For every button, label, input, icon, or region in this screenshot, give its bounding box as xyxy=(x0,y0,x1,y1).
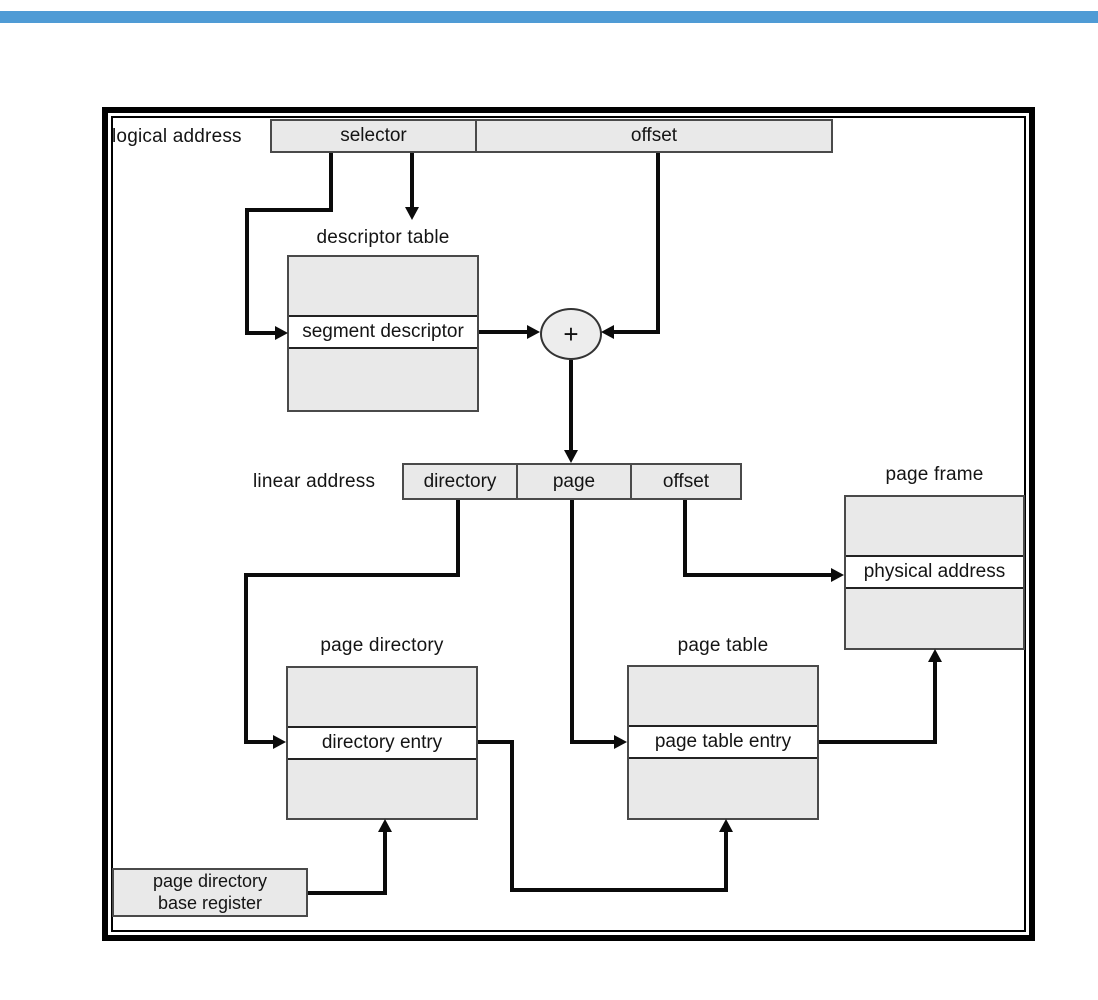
connector-direntry-pt-v1 xyxy=(510,740,514,892)
accent-bar xyxy=(0,11,1098,23)
connector-descriptor-adder-h xyxy=(479,330,529,334)
page-field: page xyxy=(516,465,630,498)
descriptor-table-title: descriptor table xyxy=(316,227,450,248)
arrowhead-into-page-frame-bottom xyxy=(928,649,942,662)
connector-loffset-pf-v xyxy=(683,500,687,577)
page-table-blank-row-bottom xyxy=(629,759,817,818)
page-directory-blank-row-bottom xyxy=(288,760,476,818)
directory-field: directory xyxy=(423,470,497,492)
descriptor-table-blank-row-bottom xyxy=(289,349,477,410)
directory-entry-row: directory entry xyxy=(288,726,476,760)
connector-direntry-pt-h1 xyxy=(478,740,514,744)
connector-selector-descentry-h2 xyxy=(245,331,277,335)
page-table-title: page table xyxy=(677,635,769,656)
arrowhead-into-physical-address xyxy=(831,568,844,582)
connector-ptentry-pf-h xyxy=(819,740,937,744)
arrowhead-into-adder-right xyxy=(601,325,614,339)
arrowhead-into-descriptor-table xyxy=(405,207,419,220)
pdbr-label-line2: base register xyxy=(157,892,263,913)
linear-offset-field: offset xyxy=(630,465,740,498)
connector-directory-pd-v2 xyxy=(244,573,248,744)
page-table-entry-row: page table entry xyxy=(629,725,817,759)
connector-ptentry-pf-v xyxy=(933,661,937,744)
connector-offset-adder-v xyxy=(656,153,660,334)
diagram-frame xyxy=(102,107,1035,941)
connector-selector-descentry-h1 xyxy=(245,208,333,212)
page-frame-blank-row-top xyxy=(846,497,1023,555)
arrowhead-into-directory-entry xyxy=(273,735,286,749)
connector-loffset-pf-h xyxy=(683,573,832,577)
linear-address-bar: directory page offset xyxy=(402,463,742,500)
logical-address-bar: selector offset xyxy=(270,119,833,153)
connector-selector-desctable-v xyxy=(410,153,414,208)
page-frame-blank-row-bottom xyxy=(846,589,1023,648)
diagram-frame-inner-rule xyxy=(111,116,1026,932)
segment-descriptor-row: segment descriptor xyxy=(289,315,477,349)
connector-selector-descentry-v1 xyxy=(329,153,333,212)
selector-field: selector xyxy=(340,125,407,146)
page-table-blank-row-top xyxy=(629,667,817,725)
descriptor-table-box: segment descriptor xyxy=(287,255,479,412)
logical-address-label: logical address xyxy=(112,126,242,147)
connector-directory-pd-h1 xyxy=(244,573,460,577)
arrowhead-into-adder-left xyxy=(527,325,540,339)
connector-pdbr-pd-v xyxy=(383,831,387,895)
connector-directory-pd-v1 xyxy=(456,500,460,577)
connector-direntry-pt-h2 xyxy=(510,888,728,892)
arrowhead-into-linear-address xyxy=(564,450,578,463)
page-directory-blank-row-top xyxy=(288,668,476,726)
arrowhead-into-page-directory-bottom xyxy=(378,819,392,832)
connector-adder-linear-v xyxy=(569,360,573,451)
page-frame-title: page frame xyxy=(885,464,984,485)
connector-pdbr-pd-h xyxy=(308,891,387,895)
page-table-box: page table entry xyxy=(627,665,819,820)
pdbr-label-line1: page directory xyxy=(152,871,268,892)
arrowhead-into-page-table-entry xyxy=(614,735,627,749)
page-directory-box: directory entry xyxy=(286,666,478,820)
connector-offset-adder-h xyxy=(613,330,660,334)
offset-field: offset xyxy=(475,121,831,151)
page-directory-base-register-box: page directory base register xyxy=(112,868,308,917)
page-directory-title: page directory xyxy=(320,635,444,656)
page-frame-box: physical address xyxy=(844,495,1025,650)
arrowhead-into-segment-descriptor xyxy=(275,326,288,340)
descriptor-table-blank-row-top xyxy=(289,257,477,315)
physical-address-row: physical address xyxy=(846,555,1023,589)
arrowhead-into-page-table-bottom xyxy=(719,819,733,832)
adder-circle: + xyxy=(540,308,602,360)
connector-page-pt-h xyxy=(570,740,615,744)
connector-directory-pd-h2 xyxy=(244,740,275,744)
connector-page-pt-v xyxy=(570,500,574,744)
connector-direntry-pt-v2 xyxy=(724,831,728,892)
connector-selector-descentry-v2 xyxy=(245,208,249,335)
linear-address-label: linear address xyxy=(253,471,376,492)
